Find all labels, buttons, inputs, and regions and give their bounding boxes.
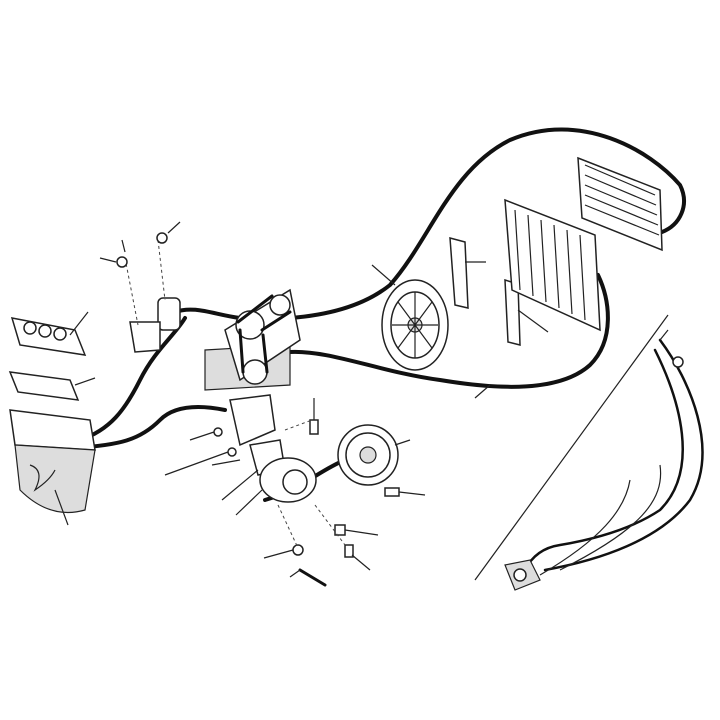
receiver-drier (99, 221, 181, 353)
compressor (235, 457, 317, 516)
hose-suction (73, 405, 227, 450)
condenser-bracket-left (449, 237, 469, 309)
evaporator-housing (9, 409, 96, 526)
control-panel (8, 311, 96, 401)
fasteners (164, 398, 426, 587)
hose-liquid (288, 273, 610, 389)
cooling-fan (371, 264, 449, 371)
hose-evaporator-drier (78, 316, 187, 442)
condenser (504, 198, 601, 332)
panel-divider (474, 314, 669, 581)
pulley (337, 424, 411, 486)
engine-block (204, 288, 301, 391)
wiring-harness (523, 329, 704, 576)
pressure-switch (504, 559, 541, 591)
hose-discharge (288, 127, 686, 320)
heater-core (577, 156, 663, 252)
